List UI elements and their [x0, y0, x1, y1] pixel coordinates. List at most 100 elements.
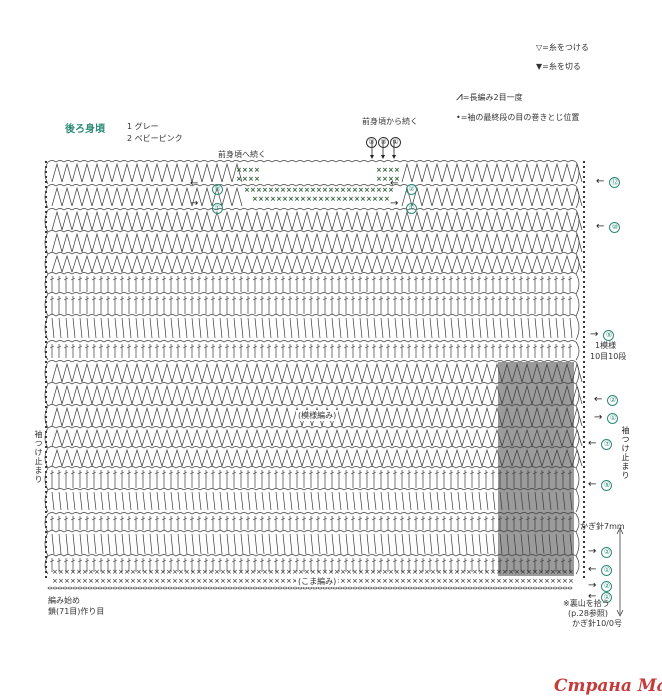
- dc-bar: [266, 517, 272, 521]
- v-stitch: [511, 428, 523, 447]
- sc-cross: ×: [568, 577, 574, 585]
- edge-turn: [44, 467, 49, 491]
- sc-cross: ×: [484, 577, 490, 585]
- legend-dot: •=袖の最終段の目の巻きとじ位置: [456, 113, 580, 122]
- dc-bar: [364, 517, 370, 521]
- edge-dot: [582, 475, 586, 479]
- dc-bar: [266, 277, 272, 281]
- v-stitch: [521, 384, 533, 405]
- dc-bar: [112, 297, 118, 301]
- sc-cross: ×: [370, 568, 376, 576]
- dc-bar: [413, 277, 419, 281]
- foundation-chain: [527, 586, 533, 590]
- v-stitch: [551, 186, 563, 207]
- v-stitch: [351, 384, 363, 405]
- v-stitch: [91, 384, 103, 405]
- dc-bar: [126, 559, 132, 563]
- v-stitch: [251, 384, 263, 405]
- neck-cross: ×: [310, 186, 316, 194]
- tall-stitch: [170, 317, 174, 339]
- v-stitch: [281, 448, 293, 467]
- tall-stitch: [65, 491, 69, 511]
- dc-bar: [84, 297, 90, 301]
- dc-bar: [287, 471, 293, 475]
- foundation-chain: [322, 586, 328, 590]
- dc-bar: [378, 277, 384, 281]
- tall-stitch: [373, 317, 377, 339]
- edge-dot: [582, 525, 586, 529]
- v-stitch: [131, 186, 143, 207]
- tall-stitch: [562, 533, 566, 555]
- neck-cross: ×: [358, 186, 364, 194]
- dc-bar: [364, 297, 370, 301]
- dc-bar: [224, 345, 230, 349]
- foundation-chain: [392, 586, 398, 590]
- v-stitch: [121, 362, 133, 383]
- sleeve-stop-left: 袖つけ止まり: [34, 430, 43, 484]
- v-stitch: [71, 232, 83, 253]
- dc-bar: [161, 471, 167, 475]
- sc-cross: ×: [292, 577, 298, 585]
- v-stitch: [51, 406, 63, 427]
- edge-dot: [582, 280, 586, 284]
- dc-bar: [105, 277, 111, 281]
- tall-stitch: [310, 317, 314, 339]
- v-stitch: [441, 232, 453, 253]
- tall-stitch: [191, 533, 195, 555]
- edge-dot: [582, 390, 586, 394]
- v-stitch: [301, 232, 313, 253]
- dc-bar: [392, 297, 398, 301]
- edge-dot: [44, 170, 48, 174]
- sc-cross: ×: [160, 577, 166, 585]
- dc-bar: [357, 277, 363, 281]
- dc-bar: [336, 277, 342, 281]
- dc-bar: [455, 471, 461, 475]
- v-stitch: [101, 232, 113, 253]
- circle-1: ①: [390, 137, 401, 148]
- v-stitch: [81, 384, 93, 405]
- v-stitch: [541, 162, 553, 183]
- v-stitch: [291, 232, 303, 253]
- dc-bar: [182, 471, 188, 475]
- dc-bar: [546, 345, 552, 349]
- tall-stitch: [149, 491, 153, 511]
- v-stitch: [421, 384, 433, 405]
- v-stitch: [51, 448, 63, 467]
- hook-7mm-label: かぎ針7mm: [580, 522, 625, 531]
- v-stitch: [291, 210, 303, 231]
- v-stitch: [221, 186, 233, 207]
- neck-cross: ×: [258, 195, 264, 203]
- dc-bar: [371, 517, 377, 521]
- dc-bar: [140, 517, 146, 521]
- v-stitch: [281, 428, 293, 447]
- tall-stitch: [184, 533, 188, 555]
- tall-stitch: [303, 491, 307, 511]
- tall-stitch: [93, 491, 97, 511]
- v-stitch: [531, 210, 543, 231]
- v-stitch: [471, 210, 483, 231]
- dc-bar: [462, 277, 468, 281]
- v-stitch: [551, 448, 563, 467]
- dc-bar: [448, 297, 454, 301]
- sc-cross: ×: [484, 568, 490, 576]
- foundation-chain: [232, 586, 238, 590]
- v-stitch: [161, 428, 173, 447]
- tall-stitch: [282, 491, 286, 511]
- v-stitch: [61, 210, 73, 231]
- dc-bar: [448, 277, 454, 281]
- edge-dot: [582, 575, 586, 579]
- left-neck-row1: ①: [212, 195, 224, 214]
- v-stitch: [241, 428, 253, 447]
- v-stitch: [391, 448, 403, 467]
- edge-dot: [582, 175, 586, 179]
- tall-stitch: [254, 533, 258, 555]
- v-stitch: [131, 210, 143, 231]
- edge-turn: [44, 209, 49, 233]
- v-stitch: [81, 428, 93, 447]
- dc-bar: [504, 559, 510, 563]
- edge-turn: [44, 383, 49, 407]
- edge-dot: [582, 445, 586, 449]
- dc-bar: [210, 517, 216, 521]
- edge-dot: [582, 365, 586, 369]
- dc-bar: [112, 471, 118, 475]
